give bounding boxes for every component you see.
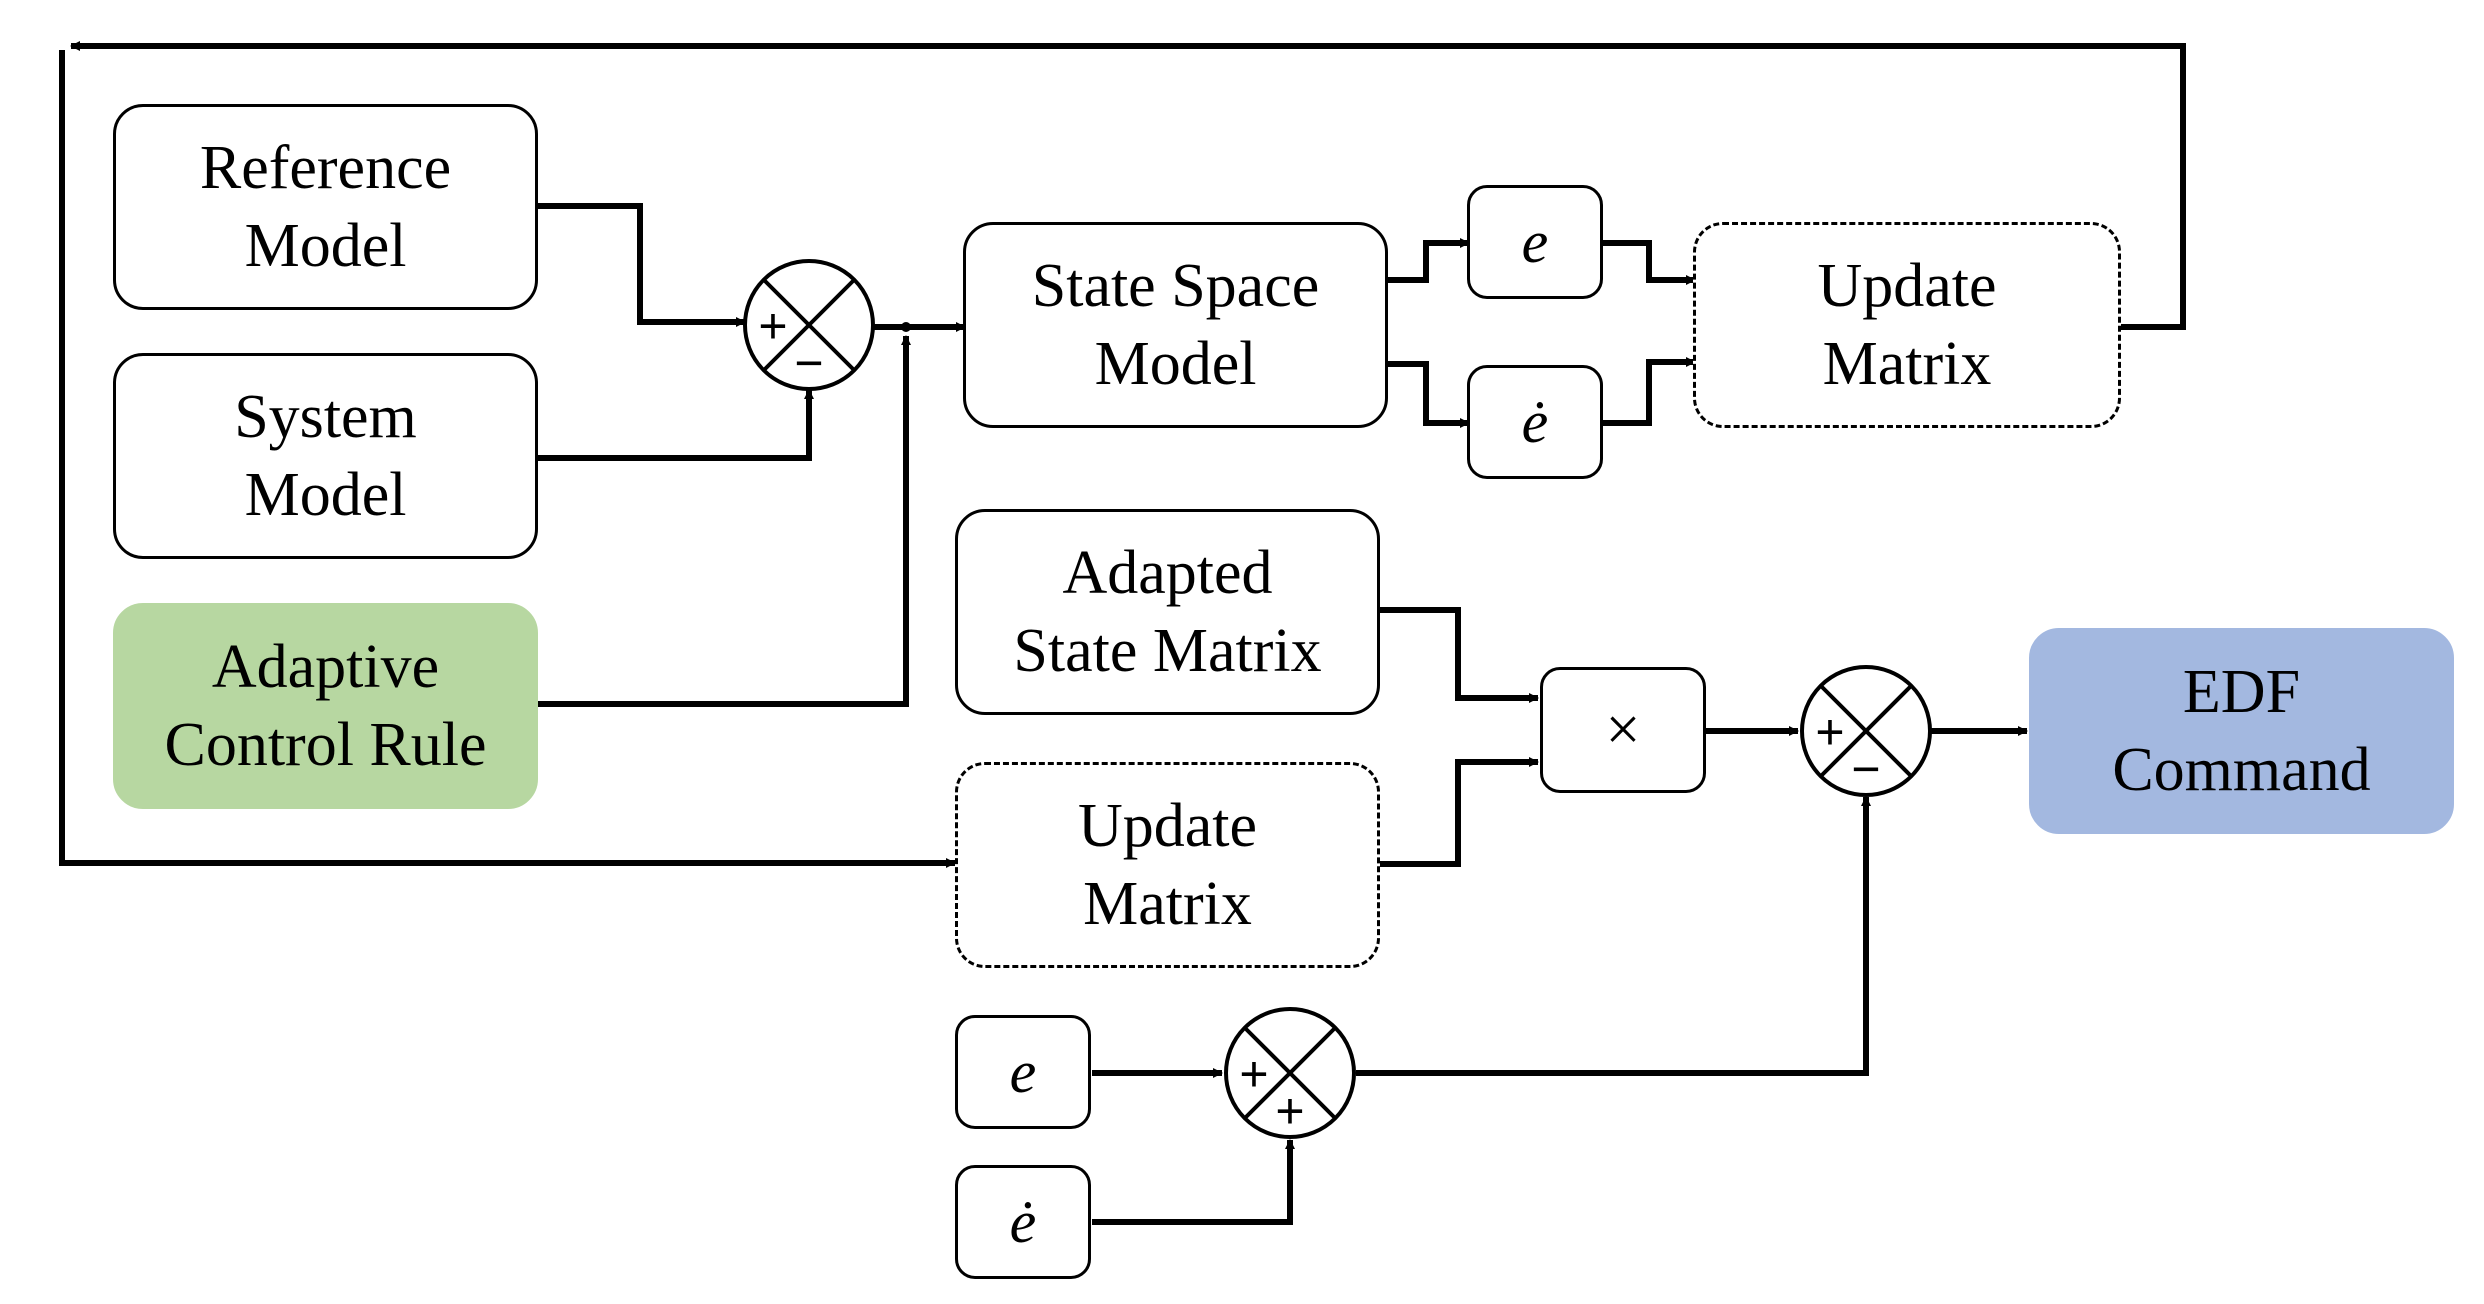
edot-block-bottom: ė (955, 1165, 1091, 1279)
e-block-bottom: e (955, 1015, 1091, 1129)
arrow-state-space-to-e (1385, 238, 1470, 283)
arrow-adaptive-rule-to-junction (537, 335, 911, 707)
multiply-block: × (1540, 667, 1706, 793)
e-bottom-label: e (1009, 1039, 1037, 1105)
reference-model-line1: Reference (199, 134, 452, 202)
junction-dot (901, 322, 911, 332)
arrow-state-space-to-edot (1385, 361, 1470, 428)
state-space-model-line1: State Space (1031, 252, 1320, 320)
sum3-plus-sign-bottom: + (1275, 1083, 1304, 1139)
adaptive-control-rule-block: Adaptive Control Rule (113, 603, 538, 809)
sum2-minus-sign: − (1851, 741, 1880, 797)
edf-command-line1: EDF (2182, 658, 2301, 726)
state-space-model-block: State Space Model (963, 222, 1388, 428)
sum1-plus-sign: + (758, 298, 787, 354)
arrow-e-to-update-matrix (1602, 240, 1696, 285)
state-space-model-line2: Model (1094, 330, 1257, 398)
arrow-adapted-matrix-to-multiply (1380, 607, 1539, 703)
adapted-state-matrix-line2: State Matrix (1013, 617, 1322, 685)
edot-bottom-label: ė (1009, 1189, 1037, 1255)
update-matrix-top-line2: Matrix (1822, 330, 1992, 398)
update-matrix-top-line1: Update (1817, 252, 1997, 320)
edf-command-block: EDF Command (2029, 628, 2454, 834)
edot-top-label: ė (1521, 389, 1549, 455)
adapted-state-matrix-block: Adapted State Matrix (955, 509, 1380, 715)
multiply-sign: × (1605, 696, 1641, 764)
summing-junction-1 (743, 259, 875, 391)
feedback-down-line (59, 50, 956, 868)
update-matrix-bottom-block: Update Matrix (955, 762, 1380, 968)
reference-model-line2: Model (244, 212, 407, 280)
system-model-line1: System (234, 383, 417, 451)
arrow-reference-to-sum1 (537, 203, 746, 327)
system-model-line2: Model (244, 461, 407, 529)
arrow-system-to-sum1 (537, 389, 814, 461)
sum2-plus-sign: + (1815, 704, 1844, 760)
edf-command-line2: Command (2112, 736, 2371, 804)
e-block-top: e (1467, 185, 1603, 299)
e-top-label: e (1521, 209, 1549, 275)
arrow-edot-to-sum3 (1092, 1139, 1295, 1225)
sum3-plus-sign-left: + (1239, 1046, 1268, 1102)
arrow-edot-to-update-matrix (1602, 357, 1696, 426)
sum1-minus-sign: − (794, 335, 823, 391)
summing-junction-3 (1224, 1007, 1356, 1139)
system-model-block: System Model (113, 353, 538, 559)
edot-block-top: ė (1467, 365, 1603, 479)
update-matrix-bottom-line1: Update (1077, 792, 1258, 860)
reference-model-block: Reference Model (113, 104, 538, 310)
adaptive-control-rule-line1: Adaptive (211, 633, 440, 701)
feedback-top-line (70, 41, 2186, 330)
adaptive-control-rule-line2: Control Rule (164, 711, 487, 779)
summing-junction-2 (1800, 665, 1932, 797)
update-matrix-bottom-line2: Matrix (1083, 870, 1252, 938)
adapted-state-matrix-line1: Adapted (1062, 539, 1273, 607)
update-matrix-top-block: Update Matrix (1693, 222, 2121, 428)
arrow-sum3-to-sum2 (1356, 796, 1871, 1076)
arrow-update-matrix-to-multiply (1380, 757, 1539, 867)
